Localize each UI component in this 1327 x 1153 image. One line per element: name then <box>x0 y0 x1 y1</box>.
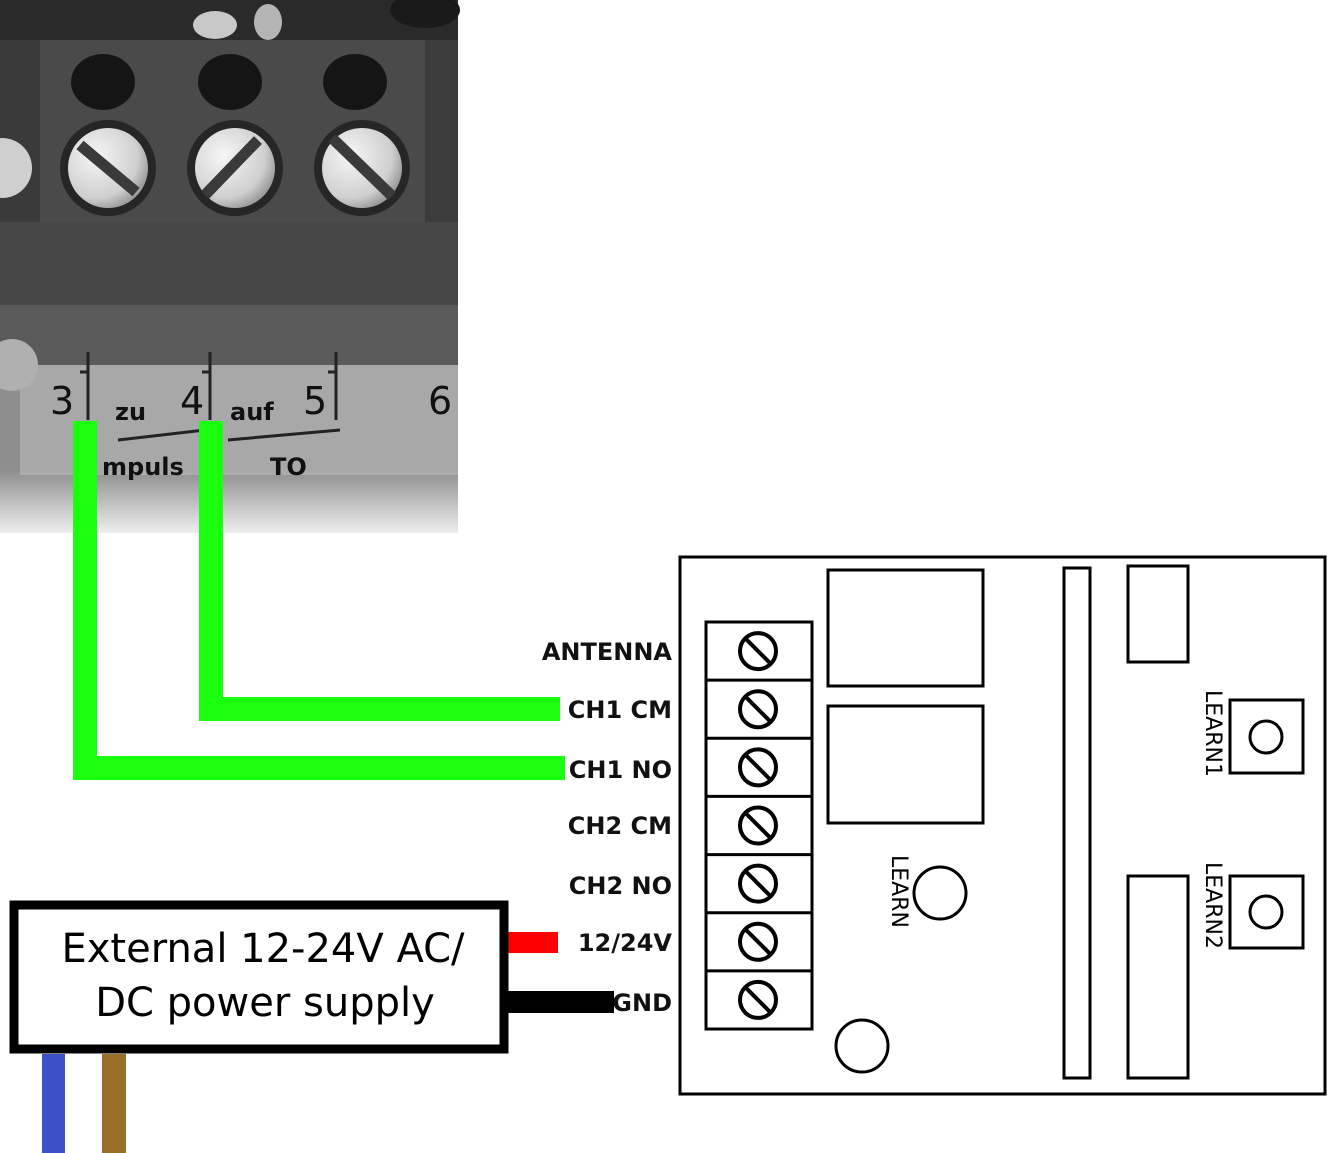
wire-positive <box>508 932 558 953</box>
wire-mains-blue <box>42 1054 65 1153</box>
board-led <box>834 1018 890 1074</box>
terminal-screw-slot <box>744 870 772 898</box>
wire-terminal4-to-ch1-cm <box>199 421 560 721</box>
wire-mains-brown <box>102 1054 126 1153</box>
terminal-block-photo: 3 4 5 6 zu auf mpuls TO <box>0 0 460 533</box>
photo-terminal-4: 4 <box>180 379 204 423</box>
component-bottom-right <box>1126 874 1190 1080</box>
photo-label-to: TO <box>270 453 307 481</box>
power-supply-line1: External 12-24V AC/ <box>61 926 465 972</box>
photo-screw-4 <box>187 120 283 216</box>
terminal-screw-slot <box>744 928 772 956</box>
terminal-screw-slot <box>744 637 772 665</box>
component-top-right <box>1126 564 1190 664</box>
photo-label-auf: auf <box>230 398 274 426</box>
learn1-label: LEARN1 <box>1200 690 1225 777</box>
label-12-24v: 12/24V <box>578 929 673 957</box>
label-ch2-cm: CH2 CM <box>568 812 672 840</box>
wire-terminal3-to-ch1-no <box>73 421 565 780</box>
wire-ground <box>508 991 614 1013</box>
photo-label-zu: zu <box>115 398 146 426</box>
learn-button[interactable] <box>912 865 968 921</box>
learn-label: LEARN <box>886 855 911 928</box>
label-gnd: GND <box>612 989 672 1017</box>
terminal-screw-slot <box>744 986 772 1014</box>
label-ch2-no: CH2 NO <box>569 872 672 900</box>
receiver-terminal-strip <box>704 620 814 1031</box>
relay-2 <box>826 704 985 825</box>
learn1-button[interactable] <box>1228 698 1305 775</box>
photo-screw-5 <box>314 120 410 216</box>
terminal-screw-slot <box>744 753 772 781</box>
relay-1 <box>826 568 985 688</box>
photo-terminal-3: 3 <box>50 379 74 423</box>
learn2-label: LEARN2 <box>1200 862 1225 949</box>
board-strip <box>1062 566 1092 1080</box>
label-antenna: ANTENNA <box>542 638 673 666</box>
learn2-button[interactable] <box>1228 874 1305 950</box>
power-supply-box: External 12-24V AC/ DC power supply <box>9 900 509 1054</box>
photo-label-impuls: mpuls <box>102 453 184 481</box>
photo-terminal-5: 5 <box>303 379 327 423</box>
photo-screw-3 <box>60 120 156 216</box>
power-supply-line2: DC power supply <box>95 980 435 1026</box>
terminal-screw-slot <box>744 695 772 723</box>
label-ch1-no: CH1 NO <box>569 756 672 784</box>
receiver-board: LEARN1 LEARN2 LEARN <box>678 555 1327 1096</box>
label-ch1-cm: CH1 CM <box>568 696 672 724</box>
photo-terminal-6: 6 <box>428 379 452 423</box>
terminal-screw-slot <box>744 812 772 839</box>
